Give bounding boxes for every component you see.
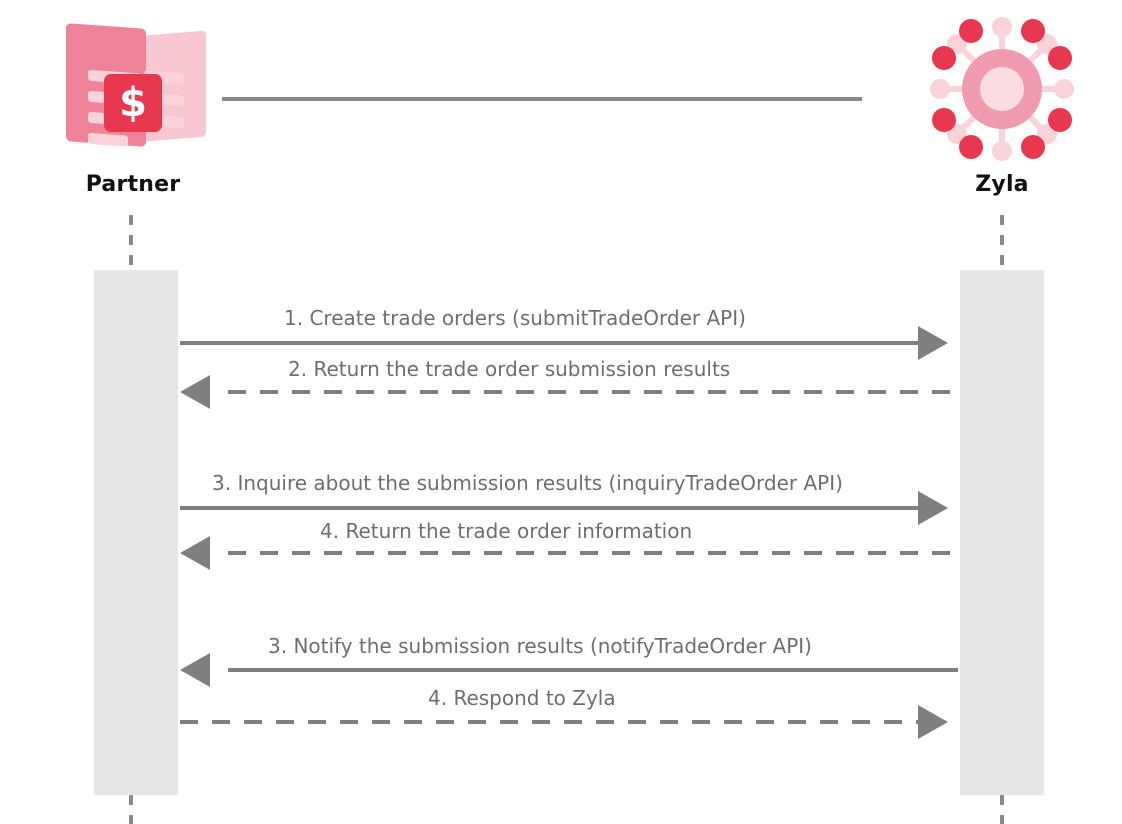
message-line-2 bbox=[228, 390, 958, 394]
actor-connector-line bbox=[222, 97, 862, 101]
activation-bar-partner bbox=[94, 270, 178, 795]
zyla-network-icon-svg bbox=[930, 17, 1074, 161]
message-label-5: 3. Notify the submission results (notify… bbox=[268, 634, 812, 658]
actor-partner: $ Partner bbox=[33, 14, 233, 198]
document-dollar-icon: $ bbox=[58, 14, 208, 164]
message-arrowhead-1 bbox=[918, 326, 948, 360]
message-line-3 bbox=[180, 506, 920, 510]
message-label-1: 1. Create trade orders (submitTradeOrder… bbox=[284, 306, 746, 330]
dollar-badge-icon: $ bbox=[104, 74, 162, 132]
actor-zyla-label: Zyla bbox=[975, 172, 1029, 197]
message-arrowhead-4 bbox=[180, 536, 210, 570]
actor-partner-label: Partner bbox=[85, 172, 181, 197]
actor-zyla: Zyla bbox=[902, 14, 1102, 198]
message-line-1 bbox=[180, 341, 920, 345]
message-arrowhead-2 bbox=[180, 375, 210, 409]
message-arrowhead-6 bbox=[918, 705, 948, 739]
activation-bar-zyla bbox=[960, 270, 1044, 795]
message-label-4: 4. Return the trade order information bbox=[320, 519, 693, 543]
message-label-3: 3. Inquire about the submission results … bbox=[212, 471, 843, 495]
message-arrowhead-5 bbox=[180, 653, 210, 687]
zyla-network-icon bbox=[927, 14, 1077, 164]
message-label-2: 2. Return the trade order submission res… bbox=[288, 357, 731, 381]
message-line-5 bbox=[228, 668, 958, 672]
message-arrowhead-3 bbox=[918, 491, 948, 525]
document-text-line bbox=[88, 132, 128, 147]
message-line-6 bbox=[180, 720, 920, 724]
message-line-4 bbox=[228, 551, 958, 555]
message-label-6: 4. Respond to Zyla bbox=[428, 686, 616, 710]
